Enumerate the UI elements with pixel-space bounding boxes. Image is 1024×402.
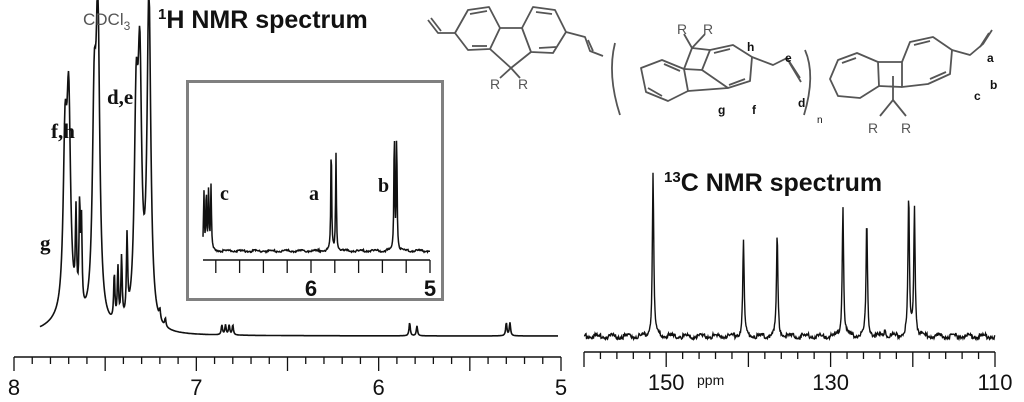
c13-title: 13C NMR spectrum (664, 169, 882, 197)
repeat-subscript-n: n (817, 115, 823, 126)
inset-peak-label-c: c (220, 183, 229, 205)
h1-tick-label: 6 (373, 375, 385, 400)
substituent-r: R (518, 76, 528, 92)
peak-label-de: d,e (107, 85, 133, 109)
proton-label-h: h (747, 40, 754, 54)
substituent-r: R (703, 21, 713, 37)
inset-border (186, 80, 444, 301)
h1-x-axis: 8 7 6 5 (8, 356, 567, 400)
h1-title: 1H NMR spectrum (158, 6, 368, 34)
proton-label-d: d (798, 96, 805, 110)
h1-tick-label: 8 (8, 375, 20, 400)
inset-spectrum-trace (202, 140, 430, 254)
c13-tick-label: 150 (648, 370, 685, 395)
solvent-label: CDCl3 (83, 10, 131, 33)
proton-label-e: e (785, 51, 792, 65)
substituent-r: R (868, 120, 878, 136)
polymer-structure-diagram (427, 6, 993, 117)
substituent-r: R (490, 76, 500, 92)
c13-spectrum-trace (583, 172, 996, 342)
substituent-r: R (901, 120, 911, 136)
c13-nmr-spectrum: 150 130 110 ppm 13C NMR spectrum (583, 169, 1013, 395)
end-fluorene-left (427, 6, 621, 116)
c13-tick-label: 130 (812, 370, 849, 395)
repeat-fluorene (640, 33, 812, 116)
peak-label-fh: f,h (51, 119, 75, 143)
inset-peak-label-b: b (378, 175, 389, 197)
c13-x-axis: 150 130 110 (583, 351, 1013, 395)
proton-label-g: g (718, 103, 725, 117)
inset-tick-label: 6 (305, 276, 317, 301)
proton-label-f: f (752, 103, 757, 117)
c13-tick-label: 110 (977, 370, 1012, 395)
end-fluorene-right (829, 29, 993, 117)
peak-label-g: g (40, 231, 51, 255)
proton-label-b: b (990, 78, 997, 92)
proton-label-a: a (987, 51, 994, 65)
c13-unit-label: ppm (697, 372, 724, 388)
structure-labels: R R R R R R h e g f d n a b c (490, 21, 997, 136)
inset-tick-label: 5 (424, 276, 436, 301)
proton-label-c: c (974, 89, 981, 103)
h1-tick-label: 7 (190, 375, 202, 400)
substituent-r: R (677, 21, 687, 37)
h1-tick-label: 5 (555, 375, 567, 400)
h1-spectrum-trace (39, 0, 558, 337)
inset-peak-label-a: a (309, 183, 319, 205)
